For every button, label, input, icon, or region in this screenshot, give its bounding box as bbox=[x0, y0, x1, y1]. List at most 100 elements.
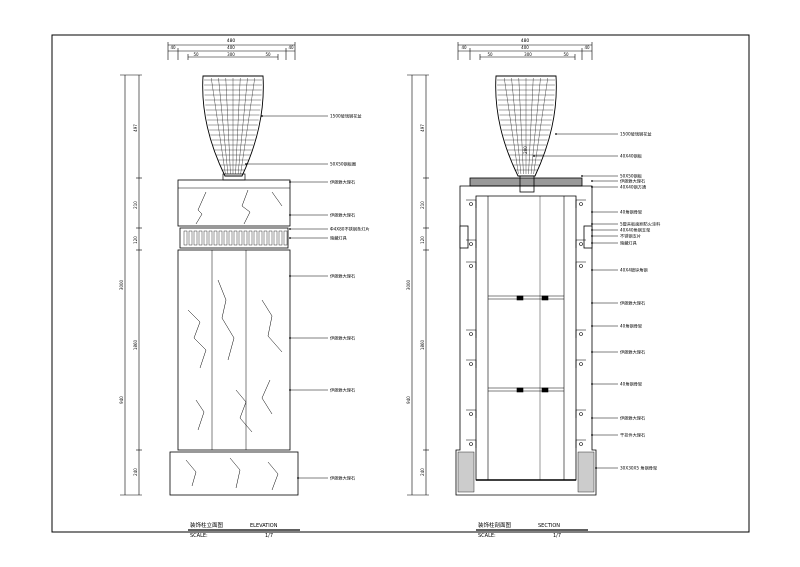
outer-shell bbox=[455, 185, 597, 496]
callout-label: 50X50钢板 bbox=[620, 173, 643, 180]
callout-label: 40角钢骨架 bbox=[620, 209, 642, 216]
section-title-block: 装饰柱剖面图 SECTION SCALE: 1/7 bbox=[476, 521, 588, 539]
sec-side-dim-5: 940 bbox=[406, 396, 411, 404]
callout-label: 伊朗雅大理石 bbox=[620, 178, 645, 185]
callout-leader-dot bbox=[289, 275, 291, 277]
top-dimensions bbox=[167, 42, 296, 60]
section-scale-value: 1/7 bbox=[553, 533, 561, 539]
sec-side-dim-4: 1860 bbox=[420, 339, 425, 350]
callout-label: 不锈钢支片 bbox=[620, 233, 641, 240]
callout-label: 干挂件大理石 bbox=[620, 432, 645, 439]
elevation-scale-value: 1/7 bbox=[265, 533, 273, 539]
callout-leader-dot bbox=[591, 434, 593, 436]
callout-leader-dot bbox=[289, 237, 291, 239]
callout-leader-dot bbox=[595, 467, 597, 469]
callout-label: 伊朗雅大理石 bbox=[330, 387, 355, 394]
side-dimensions bbox=[120, 74, 142, 496]
callout-leader-dot bbox=[261, 115, 263, 117]
sec-dim-part-1: 40 bbox=[461, 45, 467, 50]
callout-leader-dot bbox=[289, 389, 291, 391]
dim-sub-2: 300 bbox=[227, 52, 235, 57]
drawing-frame bbox=[51, 34, 750, 533]
side-dim-5: 940 bbox=[119, 396, 124, 404]
callout-leader-dot bbox=[591, 302, 593, 304]
callout-leader-dot bbox=[245, 163, 247, 165]
dim-part-1: 40 bbox=[170, 45, 176, 50]
callout-leader-dot bbox=[555, 133, 557, 135]
section-callouts: 1500玻璃钢花盆40X40钢板50X50钢板伊朗雅大理石40X40钢方通40角… bbox=[533, 131, 661, 472]
sec-side-dim-overall: 3000 bbox=[406, 279, 411, 290]
base-hatch bbox=[457, 451, 595, 493]
callout-leader-dot bbox=[289, 228, 291, 230]
callout-leader-dot bbox=[591, 269, 593, 271]
callout-leader-dot bbox=[289, 181, 291, 183]
flower-pot bbox=[202, 75, 264, 181]
callout-label: 伊朗雅大理石 bbox=[620, 349, 645, 356]
callout-leader-dot bbox=[591, 180, 593, 182]
sec-dim-part-2: 400 bbox=[521, 45, 529, 50]
callout-leader-dot bbox=[289, 214, 291, 216]
callout-label: 伊朗雅大理石 bbox=[330, 273, 355, 280]
elevation-scale-label: SCALE: bbox=[190, 533, 208, 539]
side-dim-3: 120 bbox=[133, 236, 138, 244]
sec-dim-overall: 480 bbox=[521, 38, 530, 44]
dim-overall: 480 bbox=[227, 38, 236, 44]
callout-leader-dot bbox=[591, 229, 593, 231]
callout-label: 50X50钢板圈 bbox=[330, 161, 356, 168]
callout-leader-dot bbox=[591, 235, 593, 237]
column-base bbox=[169, 451, 299, 496]
section-title-en: SECTION bbox=[538, 523, 560, 529]
light-strip bbox=[179, 227, 289, 249]
callout-leader-dot bbox=[591, 383, 593, 385]
callout-label: 40X40钢方通 bbox=[620, 184, 647, 191]
callout-leader-dot bbox=[591, 242, 593, 244]
dim-sub-1: 50 bbox=[193, 52, 199, 57]
flower-pot-section: 200 bbox=[495, 75, 557, 177]
callout-label: 5厘夹板面刷防火涂料 bbox=[620, 221, 661, 228]
sec-side-dim-2: 210 bbox=[420, 201, 425, 209]
callout-label: 暗藏灯具 bbox=[620, 240, 638, 247]
callout-leader-dot bbox=[591, 417, 593, 419]
callout-leader-dot bbox=[591, 211, 593, 213]
sec-dim-part-3: 40 bbox=[584, 45, 590, 50]
side-dim-1: 497 bbox=[133, 124, 138, 132]
sec-side-dim-3: 120 bbox=[420, 236, 425, 244]
callout-leader-dot bbox=[591, 351, 593, 353]
side-dimensions-section bbox=[407, 74, 429, 496]
callout-leader-dot bbox=[581, 175, 583, 177]
sec-dim-sub-2: 300 bbox=[524, 52, 532, 57]
dim-part-3: 40 bbox=[288, 45, 294, 50]
side-dim-overall: 3000 bbox=[119, 279, 124, 290]
callout-leader-dot bbox=[289, 337, 291, 339]
side-dim-4: 1860 bbox=[133, 339, 138, 350]
section-title: 装饰柱剖面图 bbox=[478, 521, 512, 529]
sec-dim-sub-1: 50 bbox=[487, 52, 493, 57]
top-dimensions-section bbox=[457, 42, 593, 60]
callout-label: 伊朗雅大理石 bbox=[330, 179, 355, 186]
callout-label: 伊朗雅大理石 bbox=[330, 335, 355, 342]
sec-side-dim-6: 240 bbox=[420, 468, 425, 476]
callout-leader-dot bbox=[533, 155, 535, 157]
callout-leader-dot bbox=[591, 223, 593, 225]
dim-sub-3: 50 bbox=[265, 52, 271, 57]
pot-dim-label: 200 bbox=[523, 146, 528, 154]
sec-dim-sub-3: 50 bbox=[563, 52, 569, 57]
section-scale-label: SCALE: bbox=[478, 533, 496, 539]
callout-label: Ф4X80不锈钢条灯片 bbox=[330, 226, 370, 233]
callout-label: 伊朗雅大理石 bbox=[620, 300, 645, 307]
callout-label: 暗藏灯具 bbox=[330, 235, 348, 242]
callout-leader-dot bbox=[591, 325, 593, 327]
inner-cavity bbox=[475, 195, 577, 481]
elevation-callouts: 1500玻璃钢花盆50X50钢板圈伊朗雅大理石伊朗雅大理石Ф4X80不锈钢条灯片… bbox=[245, 113, 370, 482]
cap-block bbox=[177, 179, 291, 227]
side-dim-2: 210 bbox=[133, 201, 138, 209]
dim-part-2: 400 bbox=[227, 45, 235, 50]
elevation-title-en: ELEVATION bbox=[250, 523, 278, 529]
elevation-title-block: 装饰柱立面图 ELEVATION SCALE: 1/7 bbox=[188, 521, 300, 539]
callout-label: 1500玻璃钢花盆 bbox=[620, 131, 652, 138]
callout-leader-dot bbox=[591, 186, 593, 188]
callout-label: 伊朗雅大理石 bbox=[330, 212, 355, 219]
column-shaft bbox=[177, 249, 291, 451]
callout-label: 40角钢骨架 bbox=[620, 381, 642, 388]
